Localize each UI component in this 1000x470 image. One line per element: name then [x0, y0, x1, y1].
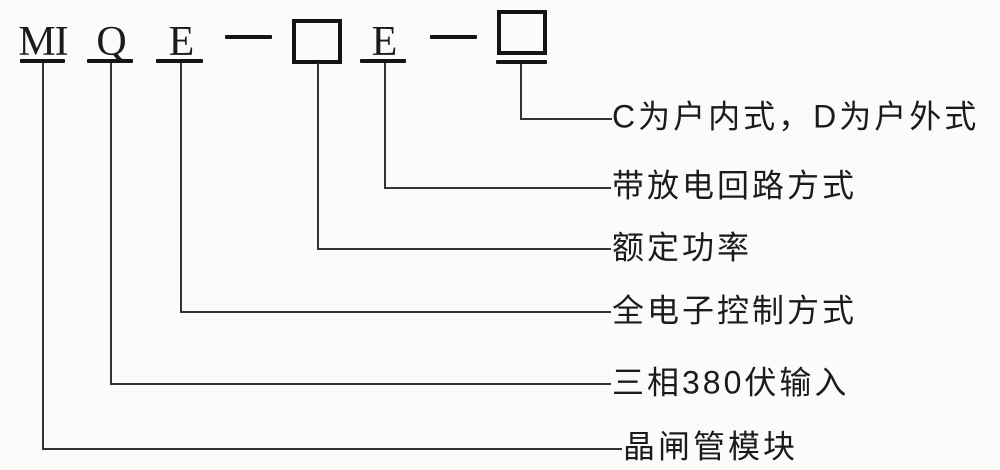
callout-label-electronic-control: 全电子控制方式	[612, 292, 858, 329]
code-underline-e1	[156, 59, 203, 63]
dash-separator-2	[430, 35, 477, 39]
code-underline-mi	[20, 59, 65, 63]
code-segment-e1: E	[168, 19, 195, 65]
callout-line-input-voltage	[110, 63, 611, 385]
code-segment-e2: E	[371, 19, 398, 65]
placeholder-box-rated-power	[292, 19, 342, 64]
dash-separator-1	[225, 35, 272, 39]
code-underline-e2	[360, 59, 406, 63]
callout-line-thyristor-module	[42, 63, 622, 450]
code-underline-box2	[496, 60, 547, 64]
callout-label-discharge-circuit: 带放电回路方式	[612, 167, 858, 204]
code-segment-mi: MI	[18, 19, 68, 65]
callout-line-enclosure-type	[520, 64, 612, 120]
callout-line-rated-power	[317, 63, 611, 250]
code-segment-q: Q	[96, 19, 126, 65]
callout-label-input-voltage: 三相380伏输入	[612, 364, 850, 401]
callout-label-thyristor-module: 晶闸管模块	[623, 428, 799, 465]
callout-label-enclosure-type: C为户内式，D为户外式	[612, 98, 980, 135]
callout-line-discharge-circuit	[384, 63, 611, 189]
callout-label-rated-power: 额定功率	[612, 229, 753, 266]
code-underline-q	[87, 59, 133, 63]
placeholder-box-enclosure-type	[497, 10, 547, 55]
callout-line-electronic-control	[180, 63, 611, 313]
